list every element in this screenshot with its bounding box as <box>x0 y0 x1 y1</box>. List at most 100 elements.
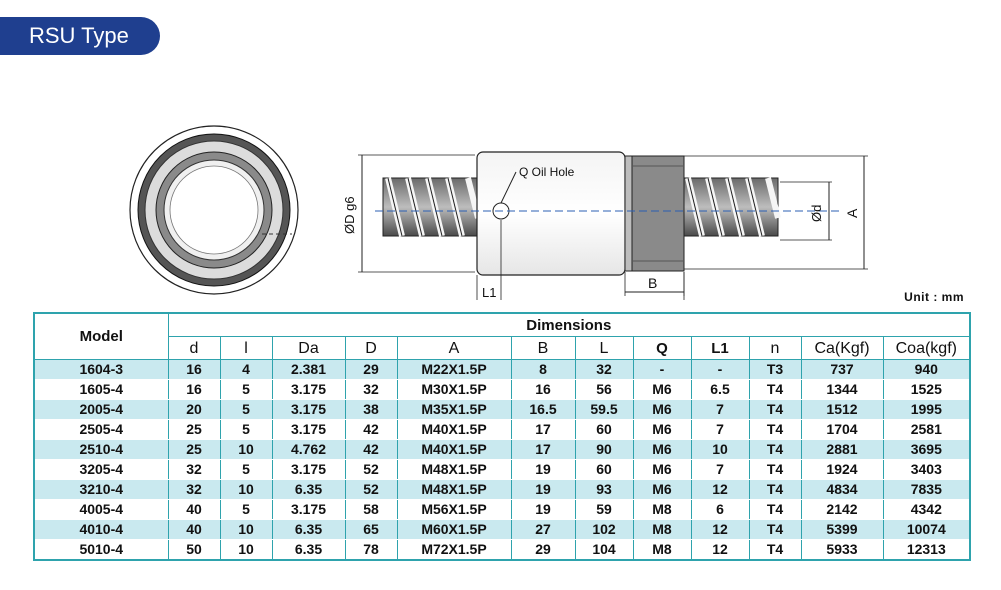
table-cell: 6 <box>690 499 750 520</box>
table-cell: 10074 <box>882 519 971 540</box>
model-cell: 1604-3 <box>33 359 169 380</box>
table-cell: 7835 <box>882 479 971 500</box>
table-cell: 3.175 <box>271 419 346 440</box>
table-cell: 3.175 <box>271 459 346 480</box>
table-cell: 12313 <box>882 539 971 561</box>
table-cell: M22X1.5P <box>396 359 512 380</box>
table-cell: M6 <box>632 439 692 460</box>
table-cell: M48X1.5P <box>396 479 512 500</box>
table-cell: 90 <box>574 439 634 460</box>
table-cell: 29 <box>344 359 398 380</box>
table-cell: 102 <box>574 519 634 540</box>
table-cell: 17 <box>510 439 576 460</box>
table-cell: T4 <box>748 379 802 400</box>
table-cell: 6.35 <box>271 519 346 540</box>
table-cell: 104 <box>574 539 634 561</box>
table-cell: 19 <box>510 479 576 500</box>
table-cell: M6 <box>632 419 692 440</box>
svg-text:L1: L1 <box>482 285 496 300</box>
svg-text:Ød: Ød <box>809 205 824 222</box>
table-cell: 4 <box>219 359 273 380</box>
ball-nut-drawing: Q Oil Hole ØD g6 Ød A B L1 <box>129 125 868 300</box>
table-cell: 40 <box>167 499 221 520</box>
col-n: n <box>748 336 802 360</box>
col-Q: Q <box>632 336 692 360</box>
column-header-row: d l Da D A B L Q L1 n Ca(Kgf) Coa(kgf) <box>34 336 971 360</box>
table-cell: 3.175 <box>271 499 346 520</box>
table-cell: 5 <box>219 399 273 420</box>
table-cell: 1525 <box>882 379 971 400</box>
model-cell: 2005-4 <box>33 399 169 420</box>
nut-thread-end <box>624 155 685 272</box>
screw-left <box>382 177 481 237</box>
table-cell: 5933 <box>800 539 884 561</box>
col-L: L <box>574 336 634 360</box>
page-title: RSU Type <box>0 17 160 55</box>
model-header: Model <box>33 312 169 360</box>
table-cell: 3.175 <box>271 379 346 400</box>
table-cell: 10 <box>219 479 273 500</box>
table-cell: T4 <box>748 479 802 500</box>
table-cell: 29 <box>510 539 576 561</box>
table-cell: T4 <box>748 519 802 540</box>
table-cell: 12 <box>690 519 750 540</box>
table-cell: 25 <box>167 439 221 460</box>
model-cell: 3205-4 <box>33 459 169 480</box>
model-cell: 1605-4 <box>33 379 169 400</box>
table-cell: 1704 <box>800 419 884 440</box>
table-cell: 1512 <box>800 399 884 420</box>
table-cell: 5 <box>219 419 273 440</box>
table-cell: 50 <box>167 539 221 561</box>
table-cell: M6 <box>632 399 692 420</box>
col-da: Da <box>271 336 346 360</box>
dimensions-header: Dimensions <box>167 312 971 337</box>
spec-table: Model Dimensions d l Da D A B L Q L1 n C… <box>33 312 972 561</box>
col-L1: L1 <box>690 336 750 360</box>
table-cell: 7 <box>690 399 750 420</box>
table-cell: M35X1.5P <box>396 399 512 420</box>
table-cell: 16 <box>167 359 221 380</box>
table-cell: 58 <box>344 499 398 520</box>
col-l: l <box>219 336 273 360</box>
table-cell: 17 <box>510 419 576 440</box>
table-cell: 19 <box>510 459 576 480</box>
table-cell: 7 <box>690 459 750 480</box>
oil-hole-label: Q Oil Hole <box>519 165 575 179</box>
col-D: D <box>344 336 398 360</box>
table-cell: 52 <box>344 479 398 500</box>
table-cell: 40 <box>167 519 221 540</box>
table-cell: 10 <box>219 519 273 540</box>
table-cell: 2142 <box>800 499 884 520</box>
table-cell: 32 <box>344 379 398 400</box>
model-cell: 2510-4 <box>33 439 169 460</box>
svg-text:B: B <box>648 275 657 291</box>
unit-label: Unit : mm <box>904 290 964 304</box>
table-cell: 32 <box>574 359 634 380</box>
model-cell: 4005-4 <box>33 499 169 520</box>
end-view <box>129 125 299 295</box>
table-cell: 2581 <box>882 419 971 440</box>
table-cell: M40X1.5P <box>396 439 512 460</box>
table-cell: M8 <box>632 539 692 561</box>
dim-L1: L1 <box>476 220 502 300</box>
table-cell: 25 <box>167 419 221 440</box>
col-coa: Coa(kgf) <box>882 336 971 360</box>
dim-L: L <box>683 272 685 300</box>
table-cell: 27 <box>510 519 576 540</box>
table-cell: 19 <box>510 499 576 520</box>
table-cell: 10 <box>219 539 273 561</box>
table-cell: M48X1.5P <box>396 459 512 480</box>
table-cell: 32 <box>167 459 221 480</box>
table-cell: 5 <box>219 459 273 480</box>
model-cell: 4010-4 <box>33 519 169 540</box>
table-cell: T4 <box>748 539 802 561</box>
dim-D: ØD g6 <box>342 154 475 273</box>
